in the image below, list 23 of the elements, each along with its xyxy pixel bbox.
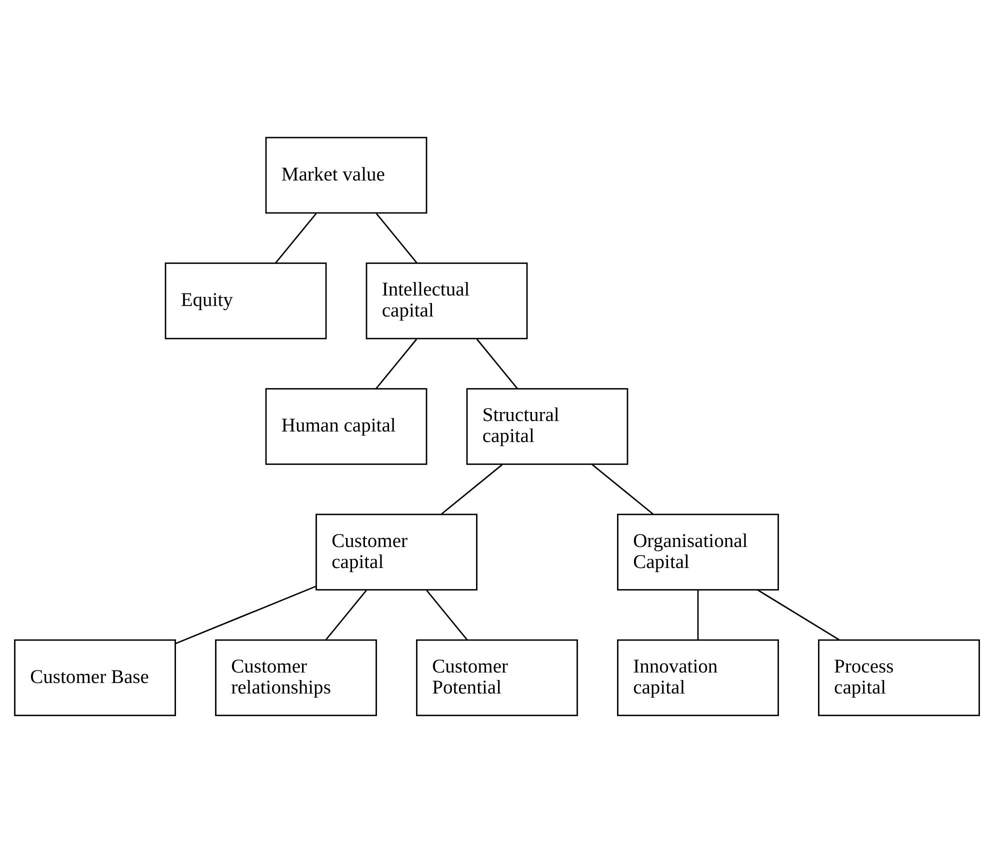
connector xyxy=(426,589,468,640)
node-box: Structural capital xyxy=(466,388,628,464)
connector xyxy=(440,463,502,514)
connector xyxy=(174,585,316,644)
connector xyxy=(375,338,417,389)
node-box: Human capital xyxy=(264,388,427,464)
node-box: Organisational Capital xyxy=(616,513,778,590)
node-box: Process capital xyxy=(818,638,980,716)
node-box: Market value xyxy=(264,136,427,214)
connector xyxy=(324,589,366,640)
node-box: Customer Base xyxy=(14,638,176,716)
node-box: Customer Potential xyxy=(416,638,578,716)
node-box: Intellectual capital xyxy=(365,262,528,339)
connector xyxy=(476,338,518,389)
node-box: Innovation capital xyxy=(616,638,778,716)
connector xyxy=(375,212,417,264)
node-box: Equity xyxy=(164,262,326,339)
connector xyxy=(756,588,839,640)
connector xyxy=(591,463,654,514)
connector xyxy=(696,590,698,640)
node-box: Customer relationships xyxy=(214,638,376,716)
node-box: Customer capital xyxy=(315,513,477,590)
connector xyxy=(274,212,316,264)
